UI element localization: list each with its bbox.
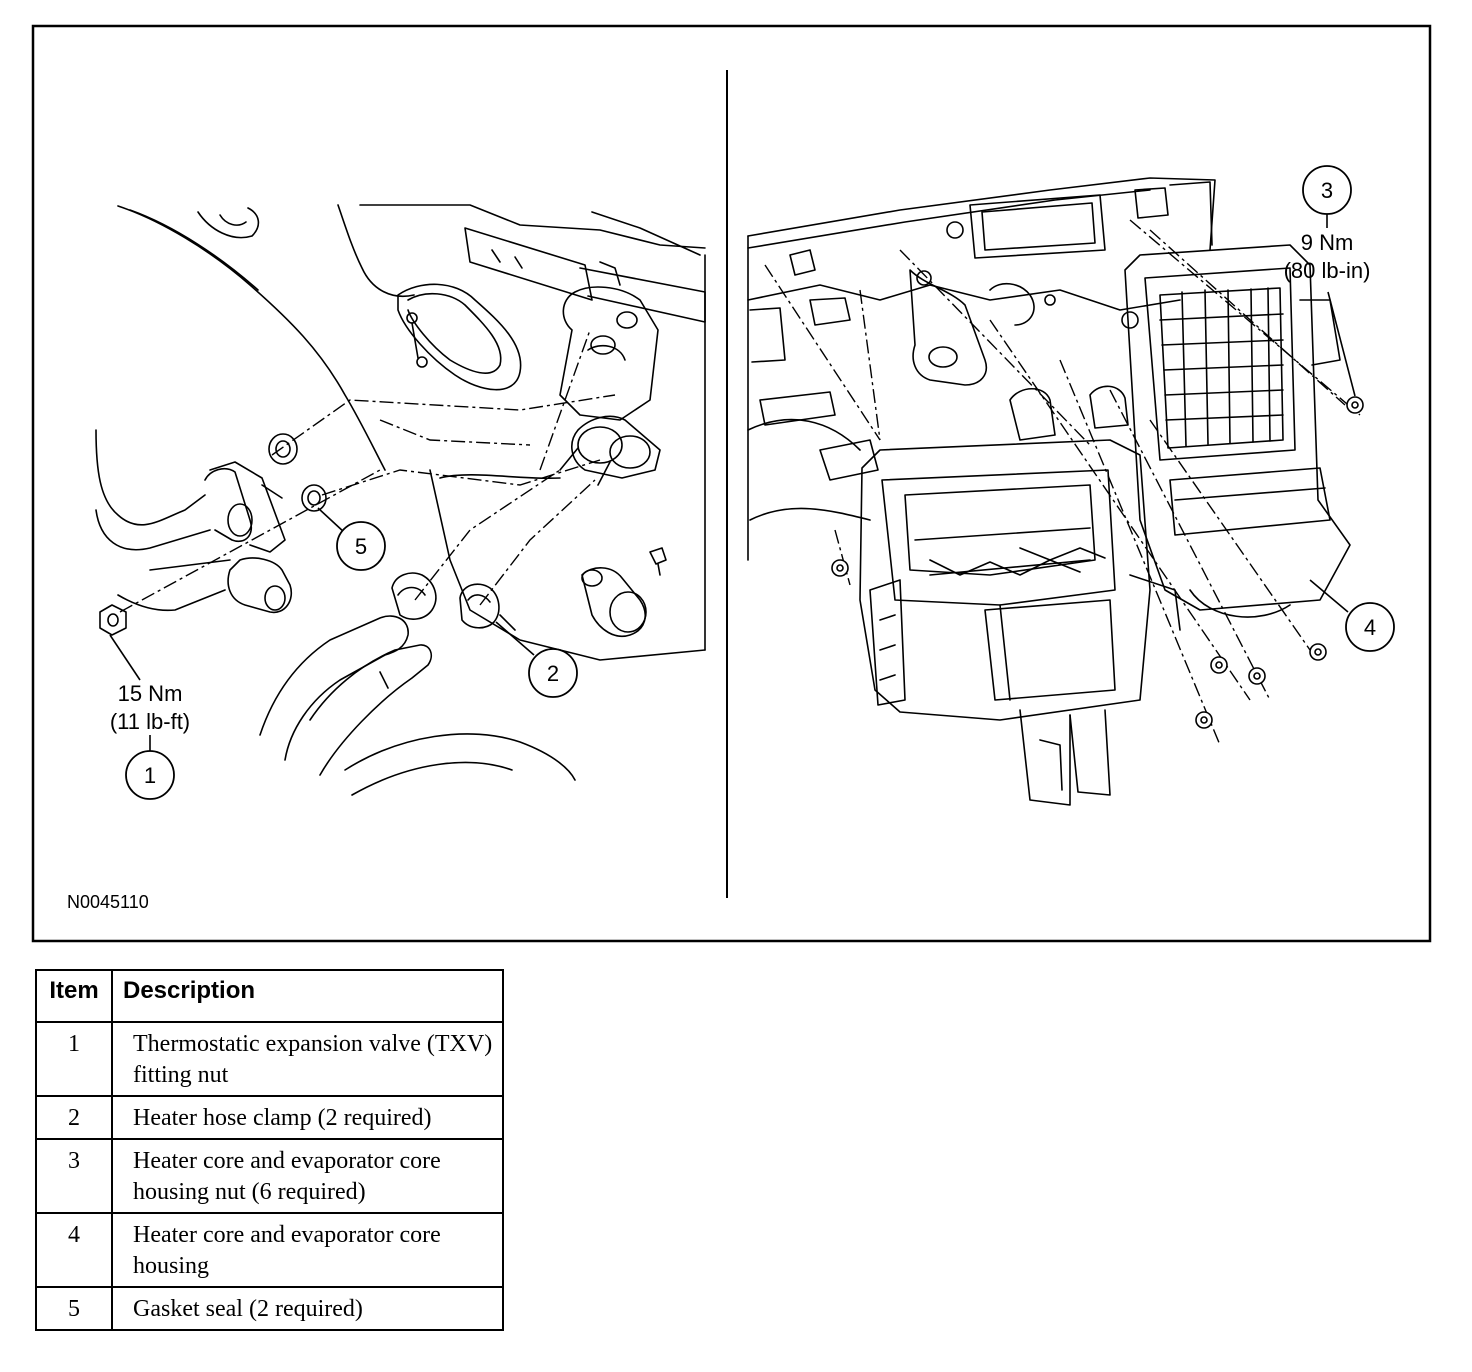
right-panel-alignment-lines	[764, 219, 1361, 746]
legend-header-description: Description	[111, 969, 504, 1023]
legend-item-number: 5	[35, 1286, 113, 1331]
table-row: 5 Gasket seal (2 required)	[35, 1286, 504, 1331]
callout-5-number: 5	[355, 534, 367, 559]
callout-1: 1	[125, 750, 175, 800]
legend-item-number: 1	[35, 1021, 113, 1097]
table-row: 1 Thermostatic expansion valve (TXV) fit…	[35, 1021, 504, 1097]
callout-1-number: 1	[144, 763, 156, 788]
legend-item-description: Heater core and evaporator core housing	[111, 1212, 504, 1288]
legend-item-description: Gasket seal (2 required)	[111, 1286, 504, 1331]
legend-header-row: Item Description	[35, 969, 504, 1023]
left-panel-alignment-lines	[119, 329, 616, 613]
exploded-view-figure: 5 2 1 15 Nm (11 lb-ft) N0045110	[31, 24, 1432, 943]
torque-spec-3-imperial: (80 lb-in)	[1284, 258, 1371, 283]
right-panel-illustration	[747, 177, 1351, 806]
table-row: 3 Heater core and evaporator core housin…	[35, 1138, 504, 1214]
callout-2-number: 2	[547, 661, 559, 686]
torque-spec-3-metric: 9 Nm	[1301, 230, 1354, 255]
torque-spec-1-metric: 15 Nm	[118, 681, 183, 706]
callout-5: 5	[336, 521, 386, 571]
callout-3: 3	[1302, 165, 1352, 215]
housing-nuts	[831, 396, 1364, 729]
figure-frame	[31, 24, 1432, 943]
legend-header-item: Item	[35, 969, 113, 1023]
item-legend-table: Item Description 1 Thermostatic expansio…	[35, 969, 504, 1331]
callout-4-number: 4	[1364, 615, 1376, 640]
torque-spec-1-imperial: (11 lb-ft)	[110, 709, 190, 734]
figure-id: N0045110	[67, 892, 149, 912]
callout-2: 2	[528, 648, 578, 698]
legend-item-number: 3	[35, 1138, 113, 1214]
table-row: 2 Heater hose clamp (2 required)	[35, 1095, 504, 1140]
legend-item-description: Thermostatic expansion valve (TXV) fitti…	[111, 1021, 504, 1097]
right-callout-leaders	[1309, 213, 1356, 613]
table-row: 4 Heater core and evaporator core housin…	[35, 1212, 504, 1288]
legend-item-description: Heater hose clamp (2 required)	[111, 1095, 504, 1140]
left-panel-illustration	[95, 204, 706, 796]
legend-item-number: 2	[35, 1095, 113, 1140]
callout-3-number: 3	[1321, 178, 1333, 203]
legend-item-description: Heater core and evaporator core housing …	[111, 1138, 504, 1214]
callout-4: 4	[1345, 602, 1395, 652]
left-callout-leaders	[109, 507, 535, 752]
legend-item-number: 4	[35, 1212, 113, 1288]
